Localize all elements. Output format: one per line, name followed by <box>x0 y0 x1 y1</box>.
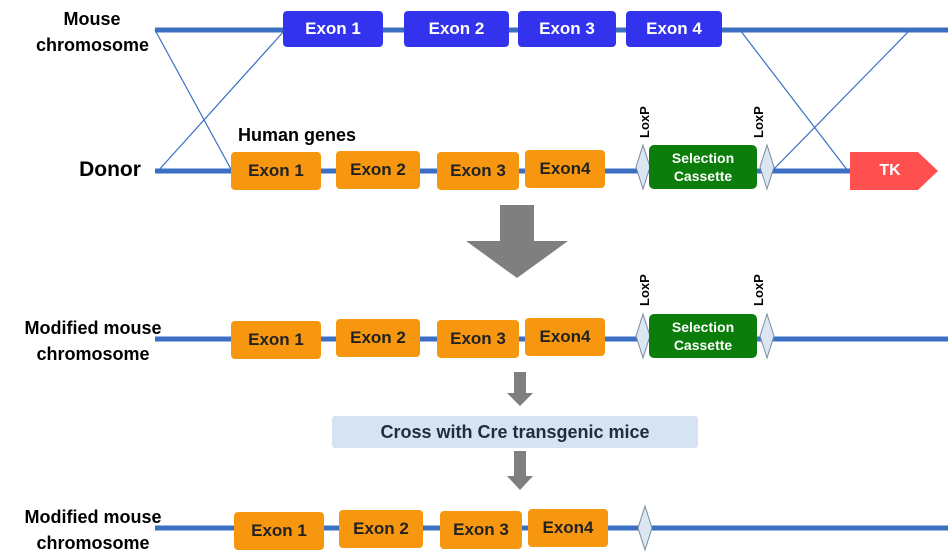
donor-exon-4: Exon4 <box>525 150 605 188</box>
large-process-arrow <box>466 205 568 278</box>
human-genes-label: Human genes <box>238 125 357 145</box>
tk-label: TK <box>879 162 901 179</box>
mouse-exon-4: Exon 4 <box>626 11 722 47</box>
crossover-line <box>739 29 849 172</box>
modified2-exon-3: Exon 3 <box>440 511 522 549</box>
donor-exon-1: Exon 1 <box>231 152 321 190</box>
loxp-site-diamond <box>759 312 775 360</box>
modified-chromosome-label: Modified mouse chromosome <box>24 507 162 553</box>
modified2-exon-1: Exon 1 <box>234 512 324 550</box>
crossover-line <box>771 29 911 172</box>
modified1-exon-2: Exon 2 <box>336 319 420 357</box>
modified2-exon-2: Exon 2 <box>339 510 423 548</box>
small-process-arrow <box>507 451 533 490</box>
crossover-line <box>157 29 286 172</box>
modified2-exon-4: Exon4 <box>528 509 608 547</box>
small-process-arrow <box>507 372 533 406</box>
modified-chromosome-label: Modified mouse chromosome <box>24 318 162 364</box>
loxp-site-diamond <box>635 143 651 191</box>
mouse-chromosome-label: Mouse chromosome <box>36 9 150 55</box>
loxp-label: LoxP <box>751 274 766 306</box>
crossover-line <box>154 29 233 172</box>
modified1-exon-3: Exon 3 <box>437 320 519 358</box>
tk-cassette-shape <box>850 152 938 190</box>
selection-cassette-label: Selection Cassette <box>671 319 735 353</box>
loxp-site-diamond <box>635 312 651 360</box>
donor-label: Donor <box>79 158 141 181</box>
selection-cassette: Selection Cassette <box>649 145 757 189</box>
selection-cassette: Selection Cassette <box>649 314 757 358</box>
mouse-exon-1: Exon 1 <box>283 11 383 47</box>
modified1-exon-1: Exon 1 <box>231 321 321 359</box>
loxp-label: LoxP <box>637 274 652 306</box>
selection-cassette-label: Selection Cassette <box>671 150 735 184</box>
mouse-exon-3: Exon 3 <box>518 11 616 47</box>
loxp-label: LoxP <box>751 106 766 138</box>
modified1-exon-4: Exon4 <box>525 318 605 356</box>
loxp-site-diamond <box>759 143 775 191</box>
cre-cross-step: Cross with Cre transgenic mice <box>332 416 698 448</box>
mouse-exon-2: Exon 2 <box>404 11 509 47</box>
loxp-label: LoxP <box>637 106 652 138</box>
donor-exon-2: Exon 2 <box>336 151 420 189</box>
loxp-site-diamond <box>637 504 653 552</box>
donor-exon-3: Exon 3 <box>437 152 519 190</box>
